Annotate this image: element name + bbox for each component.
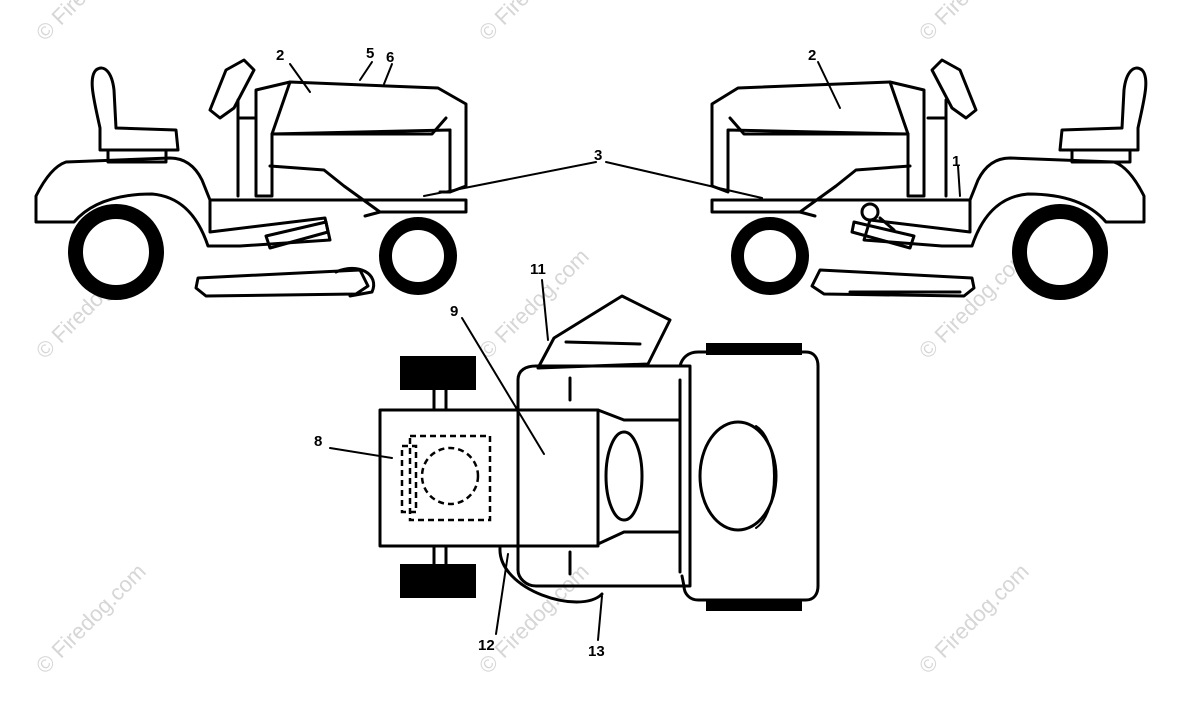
callout-13: 13 — [588, 643, 605, 660]
leader-lines — [289, 61, 961, 641]
callout-6: 6 — [386, 49, 394, 66]
watermark: © Firedog.com — [31, 0, 151, 46]
watermark: © Firedog.com — [474, 0, 594, 46]
callout-2-left: 2 — [276, 47, 284, 64]
tractor-top-view — [378, 294, 820, 611]
callout-5: 5 — [366, 45, 374, 62]
rear-body-panel — [378, 408, 600, 548]
tractor-right-side-view — [710, 58, 1148, 300]
callout-labels: 2 5 6 2 3 1 11 9 8 12 13 — [276, 45, 960, 660]
front-tire-icon — [706, 599, 802, 611]
rear-tire-icon — [400, 356, 476, 390]
callout-1: 1 — [952, 153, 960, 170]
watermark: © Firedog.com — [914, 0, 1034, 46]
callout-3: 3 — [594, 147, 602, 164]
callout-12: 12 — [478, 637, 495, 654]
watermark: © Firedog.com — [31, 559, 151, 679]
watermark: © Firedog.com — [474, 559, 594, 679]
watermark: © Firedog.com — [914, 559, 1034, 679]
tractor-left-side-view — [34, 58, 468, 300]
watermarks: © Firedog.com © Firedog.com © Firedog.co… — [31, 0, 1034, 679]
callout-2-right: 2 — [808, 47, 816, 64]
callout-8: 8 — [314, 433, 322, 450]
rear-tire-icon — [400, 564, 476, 598]
callout-9: 9 — [450, 303, 458, 320]
callout-11: 11 — [530, 261, 546, 278]
